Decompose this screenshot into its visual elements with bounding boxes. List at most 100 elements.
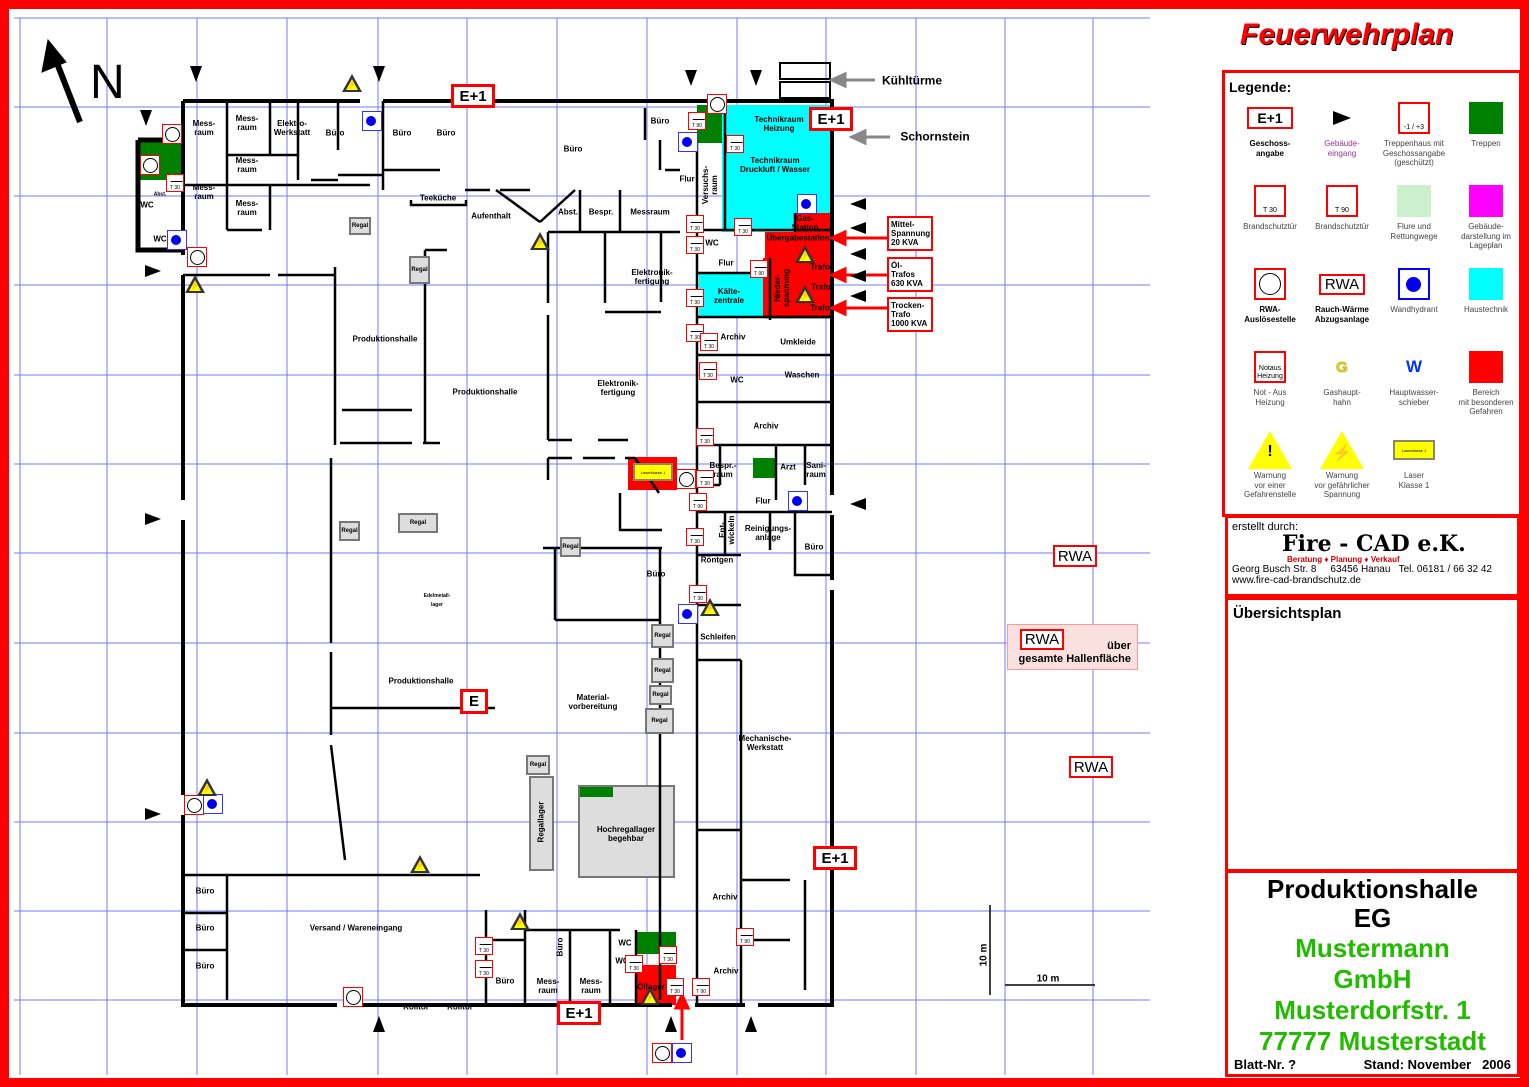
street: Musterdorfstr. 1 (1274, 995, 1471, 1025)
regal-shelf: Regal (651, 624, 674, 648)
room-label: Büro (646, 569, 666, 579)
legend-label: Treppen (1471, 139, 1501, 148)
rwa-trigger-icon (676, 469, 696, 489)
floor-marker-e1: E+1 (809, 107, 853, 131)
room-label: Flur (755, 496, 771, 506)
escape-route-icon (1397, 180, 1431, 222)
sheet-number: Blatt-Nr. ? (1234, 1057, 1297, 1072)
entrance-arrow-icon (850, 198, 866, 210)
legend-label: Warnung vor gefährlicher Spannung (1314, 471, 1370, 499)
regal-shelf: Regal (526, 755, 550, 775)
room-label: WC (153, 234, 167, 244)
regal-shelf: Regal (339, 521, 360, 541)
legend-label: Brandschutztür (1243, 222, 1297, 231)
room-label: Büro (195, 923, 215, 933)
regal-shelf: Regal (349, 217, 371, 235)
city: 77777 Musterstadt (1259, 1026, 1486, 1056)
overview-panel: Übersichtsplan (1225, 597, 1520, 872)
legend-item: Wandhydrant (1378, 263, 1450, 342)
room-label: Aufenthalt (471, 211, 511, 221)
warning-symbol: ! (1248, 431, 1292, 469)
fire-door-icon: T 30 (699, 362, 717, 380)
room-label: Abst. (558, 207, 578, 217)
fire-door-icon: T 90 (736, 928, 754, 946)
rwa-sign: RWA (1020, 629, 1064, 650)
room-label: Versand / Wareneingang (309, 923, 403, 933)
stairs (753, 458, 777, 478)
entrance-arrow-icon (145, 265, 161, 277)
regal-shelf: Regal (649, 685, 672, 705)
callout-kuehltuerme: Kühltürme (882, 73, 942, 88)
legend-label: RWA- Auslösestelle (1244, 305, 1296, 324)
regal-shelf: Regal (560, 537, 581, 557)
fire-door-icon: T 30 (686, 289, 704, 307)
danger-area-icon (1469, 346, 1503, 388)
room-label: Umkleide (780, 337, 816, 347)
room-label: Büro (555, 937, 565, 957)
legend-label: Gashaupt- hahn (1323, 388, 1361, 407)
room-label: Ent- wickeln (718, 515, 736, 545)
scale-bar (989, 905, 1095, 995)
regal-shelf: Regal (398, 513, 438, 533)
revision-date: Stand: November 2006 (1363, 1057, 1511, 1072)
entrance-arrow-icon (850, 222, 866, 234)
legend-heading: Legende: (1229, 79, 1292, 95)
rwa-sign: RWA (1053, 545, 1097, 567)
area-kaeltezentrale (699, 273, 763, 317)
room-label: Produktionshalle (352, 334, 418, 344)
legend-label: Warnung vor einer Gefahrenstelle (1243, 471, 1297, 499)
room-label: Büro (436, 128, 456, 138)
floor-name: EG (1353, 903, 1392, 933)
room-label: Elektronik- fertigung (597, 379, 639, 397)
inner-walls (183, 101, 832, 1005)
rwa-symbol: RWA (1318, 273, 1366, 295)
north-label: N (90, 56, 125, 109)
legend-item: !Warnung vor einer Gefahrenstelle (1234, 429, 1306, 508)
hydrant-icon (1398, 263, 1430, 305)
room-label: Rolltor (447, 1002, 473, 1012)
room-label: Arzt (780, 462, 796, 472)
room-label: Produktionshalle (452, 387, 518, 397)
voltage-warning-icon (510, 912, 530, 930)
room-label: WC (618, 938, 632, 948)
entrance-arrow-icon (145, 808, 161, 820)
callout-trockentrafo: Trocken- Trafo 1000 KVA (887, 297, 933, 332)
fire-door-icon: T 90 (689, 493, 707, 511)
rwa-trigger-icon (184, 795, 204, 815)
room-label: Mess- raum (579, 977, 603, 995)
entrance-arrow-icon (190, 66, 202, 82)
room-label: WC (140, 200, 154, 210)
scale-vertical: 10 m (978, 943, 990, 967)
gas-valve-symbol: G (1336, 358, 1348, 376)
regal-shelf: Regal (651, 658, 674, 683)
voltage-warning-icon (700, 598, 720, 616)
voltage-warning-symbol: ⚡ (1320, 431, 1364, 469)
wall-hydrant-icon (672, 1043, 692, 1063)
fire-door-icon: T 30 (686, 236, 704, 254)
fire-door-icon: T 30 (686, 528, 704, 546)
creator-logo: Fire - CAD e.K. (1282, 531, 1466, 557)
stairs-icon (1469, 97, 1503, 139)
wall-hydrant-icon (678, 132, 698, 152)
entrance-arrow-icon (140, 110, 152, 126)
wall-hydrant-icon (797, 194, 817, 214)
kuehlturm (779, 62, 831, 80)
legend-label: Hauptwasser- schieber (1389, 388, 1439, 407)
fire-door-icon: T 30 (696, 428, 714, 446)
sheet-row: Blatt-Nr. ? Stand: November 2006 (1228, 1057, 1517, 1072)
floor-marker-e1: E+1 (557, 1001, 601, 1025)
room-label: Reinigungs- anlage (744, 524, 792, 542)
regal-shelf: Regal (645, 708, 674, 734)
legend-label: Gebäude- darstellung im Lageplan (1461, 222, 1511, 250)
room-label: Büro (563, 144, 583, 154)
fire-door-icon: T 90 (692, 978, 710, 996)
room-label: Nieder- spannung (773, 268, 791, 308)
hydrant-symbol (1398, 268, 1430, 300)
water-valve-icon: W (1406, 346, 1422, 388)
room-label: Schleifen (700, 632, 736, 642)
legend-item: Gebäude- darstellung im Lageplan (1450, 180, 1522, 259)
room-label: Hochregallager begehbar (596, 825, 656, 843)
